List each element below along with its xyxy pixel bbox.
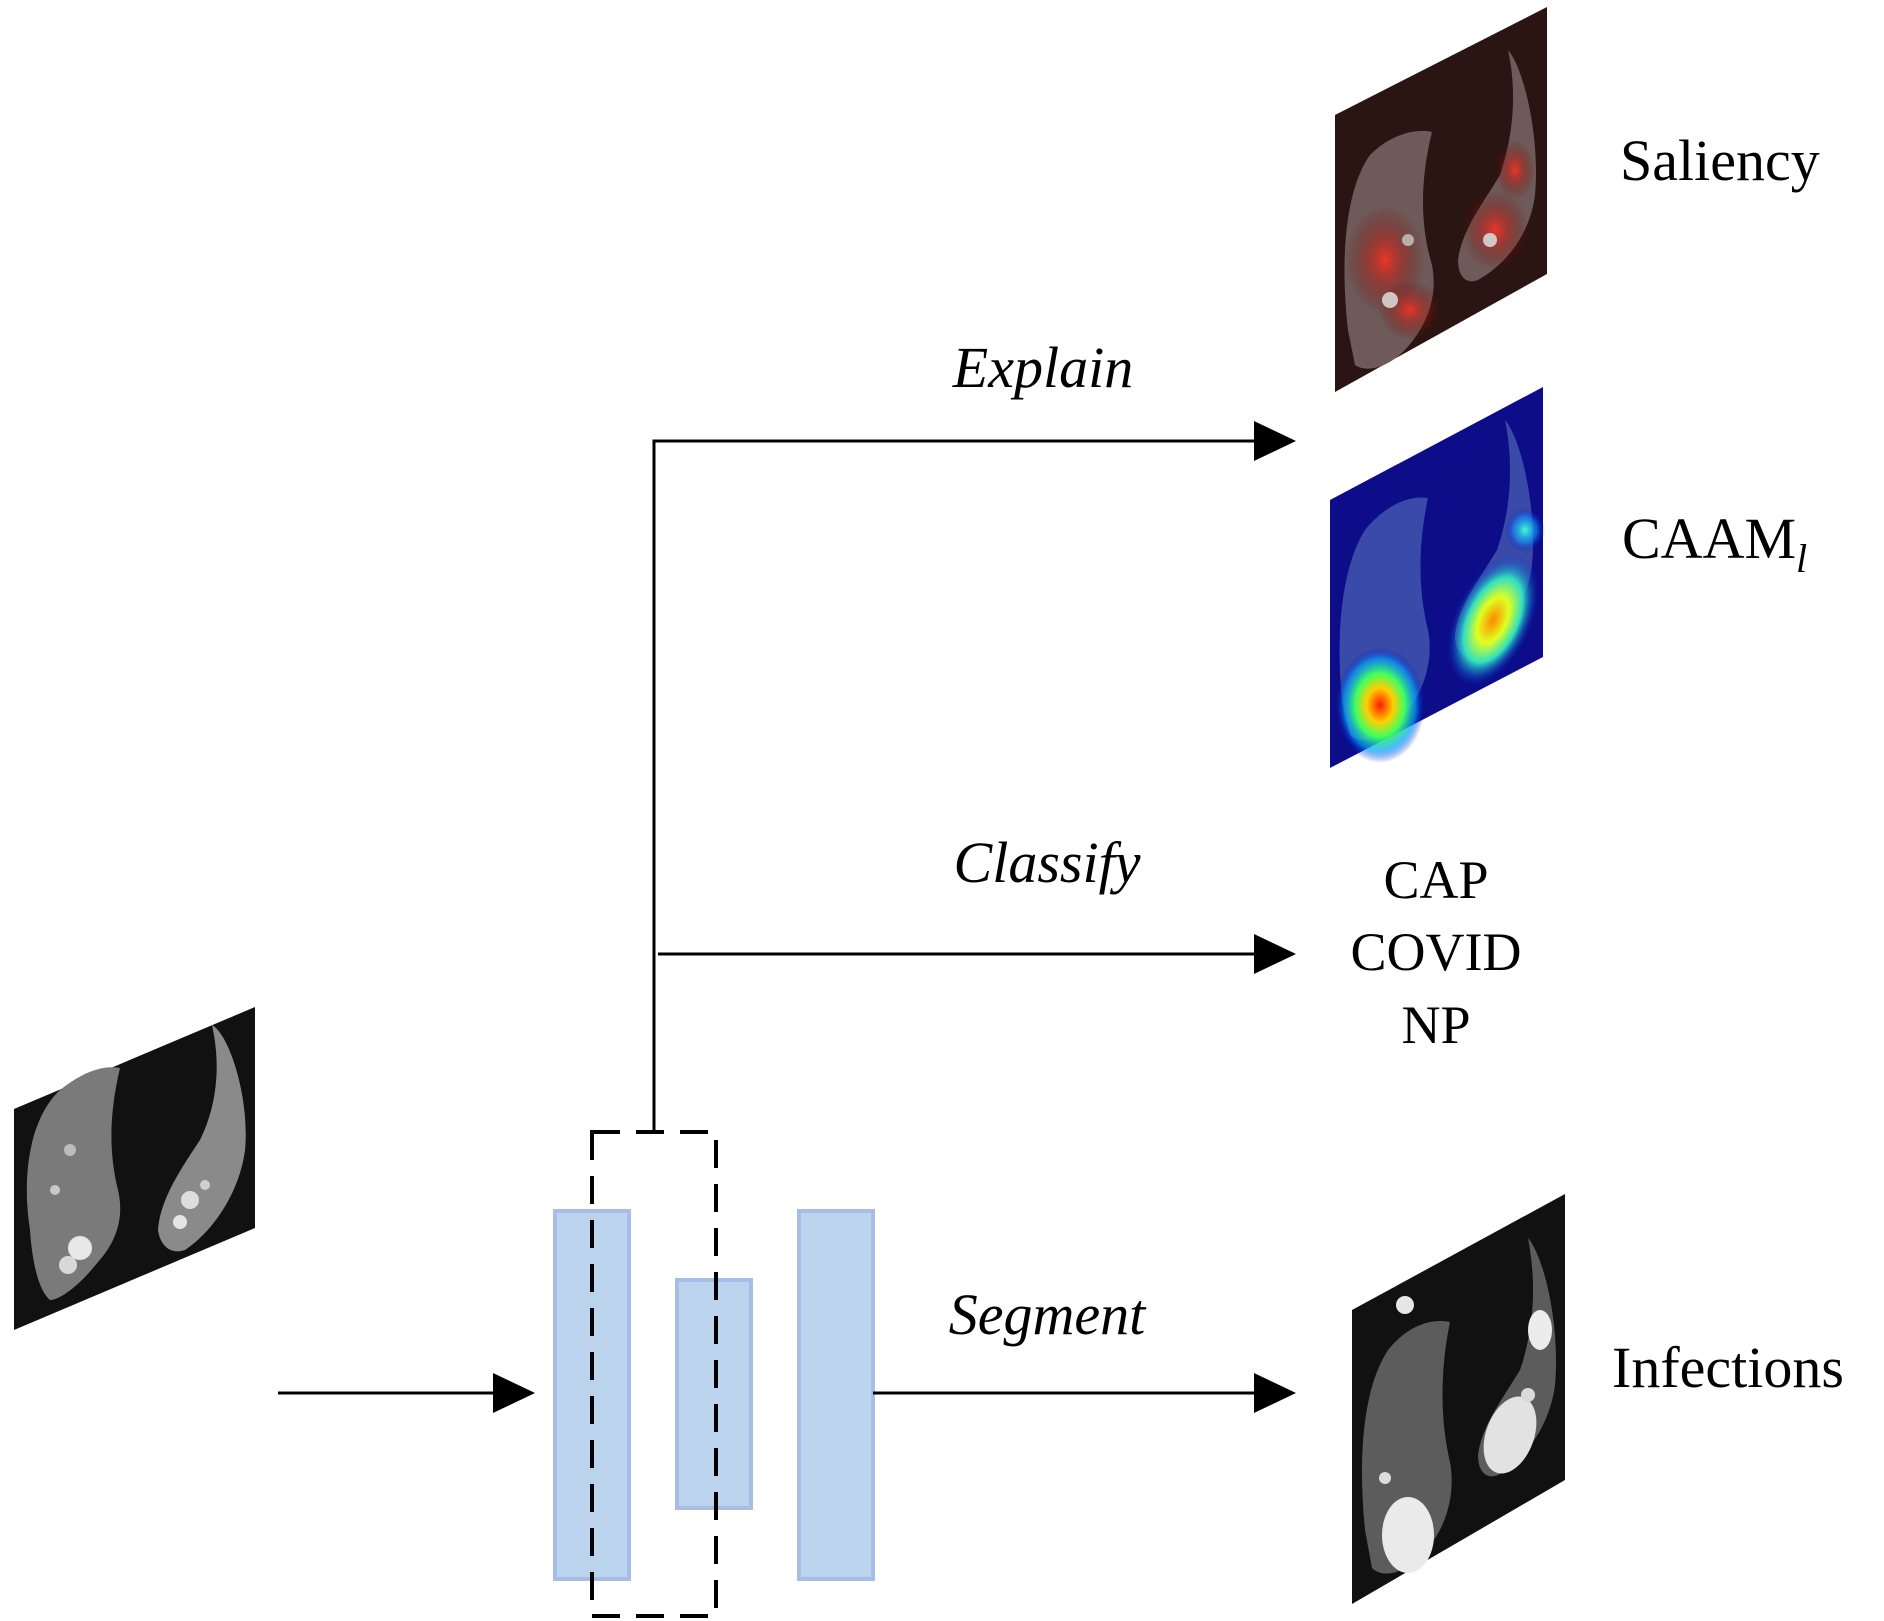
class-label-covid: COVID [1351,922,1522,982]
classify-label: Classify [954,830,1141,895]
class-labels: CAP COVID NP [1351,850,1522,1055]
explain-connector [652,439,1265,1132]
caam-label-subscript: l [1796,536,1807,581]
saliency-output [1335,7,1547,392]
infections-label: Infections [1612,1335,1844,1400]
saliency-label: Saliency [1620,128,1820,193]
segment-arrowhead [1254,1373,1296,1413]
class-label-np: NP [1401,995,1470,1055]
classify-arrowhead [1254,934,1296,974]
explain-arrowhead [1254,421,1296,461]
segmentation-network [553,1130,875,1618]
decoder-block [797,1209,875,1581]
input-scan-right-lung [158,1025,246,1252]
caam-output [1330,387,1545,768]
branch-connectors [652,439,1265,1395]
segment-label: Segment [949,1282,1147,1347]
explain-label: Explain [952,335,1133,400]
lung-ct-scan-icon [26,1067,121,1300]
caam-label-main: CAAM [1622,506,1796,571]
class-label-cap: CAP [1383,850,1488,910]
input-scan [14,1007,255,1330]
infection-output [1352,1194,1565,1604]
caam-label: CAAMl [1622,506,1807,581]
